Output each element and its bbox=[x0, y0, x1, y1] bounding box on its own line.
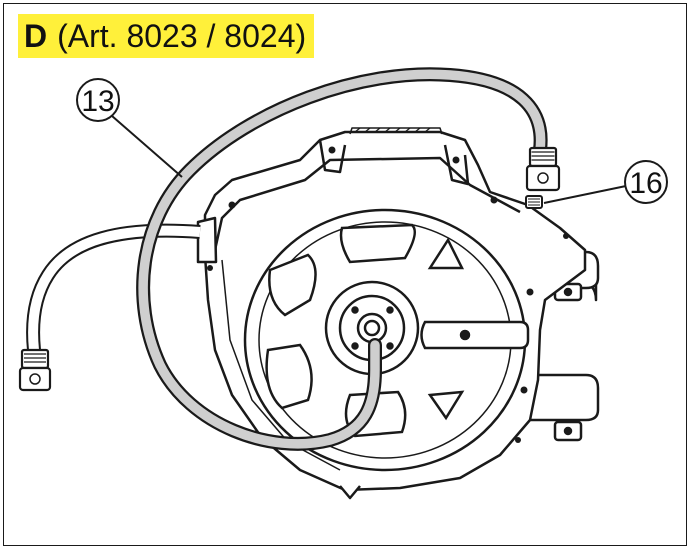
callout-13-label: 13 bbox=[81, 85, 114, 118]
garden-hose bbox=[136, 67, 561, 451]
callout-16-label: 16 bbox=[629, 167, 662, 200]
supply-hose bbox=[18, 223, 201, 392]
callout-13: 13 bbox=[76, 78, 120, 122]
article-numbers: (Art. 8023 / 8024) bbox=[57, 17, 307, 54]
housing-screws bbox=[207, 146, 569, 443]
figure-letter: D bbox=[24, 17, 48, 54]
figure-title: D (Art. 8023 / 8024) bbox=[18, 14, 315, 58]
hose-outlet-connector bbox=[525, 195, 543, 209]
callout-leaders bbox=[111, 115, 627, 204]
callout-16: 16 bbox=[624, 160, 668, 204]
reel-drum bbox=[243, 208, 530, 472]
